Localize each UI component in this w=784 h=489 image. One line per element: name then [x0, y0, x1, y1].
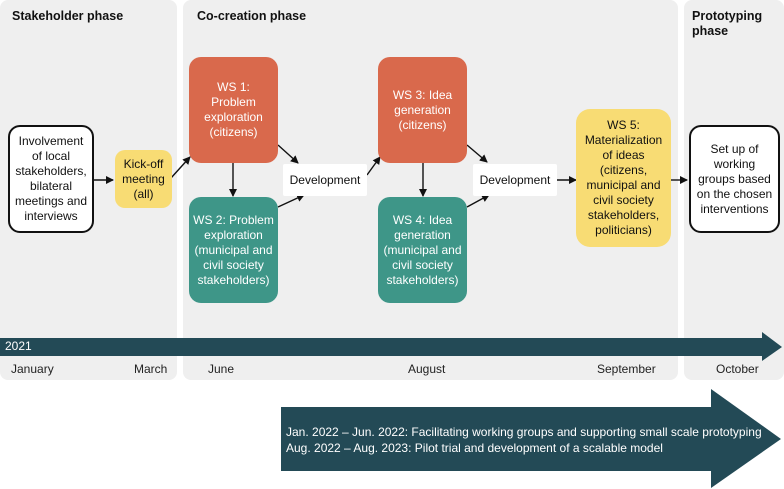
month-august: August: [408, 362, 446, 376]
future-plans-arrow: [281, 389, 781, 488]
arrow-dev1-ws3: [366, 156, 381, 176]
timeline-year: 2021: [5, 339, 32, 353]
month-march: March: [134, 362, 168, 376]
flow-arrows: [94, 144, 688, 208]
arrow-ws4-dev2: [466, 194, 490, 208]
ws3-box: WS 3: Idea generation (citizens): [378, 57, 467, 163]
cocreation-phase-title: Co-creation phase: [197, 9, 307, 23]
month-september: September: [597, 362, 656, 376]
ws2-box: WS 2: Problem exploration (municipal and…: [189, 197, 278, 303]
month-june: June: [208, 362, 235, 376]
setup-box: Set up of working groups based on the ch…: [689, 125, 780, 233]
arrow-ws2-dev1: [277, 194, 305, 208]
month-october: October: [716, 362, 759, 376]
development-box-2: Development: [473, 164, 557, 196]
development-box-1: Development: [283, 164, 367, 196]
stakeholder-phase-title: Stakeholder phase: [12, 9, 124, 23]
kickoff-box: Kick-off meeting (all): [115, 150, 172, 208]
timeline-arrow: [0, 332, 782, 361]
arrow-kickoff-ws1: [170, 156, 191, 179]
future-plan-line-1: Jan. 2022 – Jun. 2022: Facilitating work…: [286, 425, 762, 439]
prototyping-phase-title-line1: Prototyping: [692, 9, 763, 23]
ws1-box: WS 1: Problem exploration (citizens): [189, 57, 278, 163]
ws4-box: WS 4: Idea generation (municipal and civ…: [378, 197, 467, 303]
month-january: January: [11, 362, 54, 376]
prototyping-phase-title-line2: phase: [692, 24, 729, 38]
arrow-ws3-dev2: [466, 144, 488, 163]
future-plan-line-2: Aug. 2022 – Aug. 2023: Pilot trial and d…: [286, 441, 663, 455]
prototyping-phase-title: Prototyping phase: [692, 9, 762, 39]
involvement-box: Involvement of local stakeholders, bilat…: [8, 125, 94, 233]
arrow-ws1-dev1: [277, 144, 299, 164]
ws5-box: WS 5: Materialization of ideas (citizens…: [576, 109, 671, 247]
